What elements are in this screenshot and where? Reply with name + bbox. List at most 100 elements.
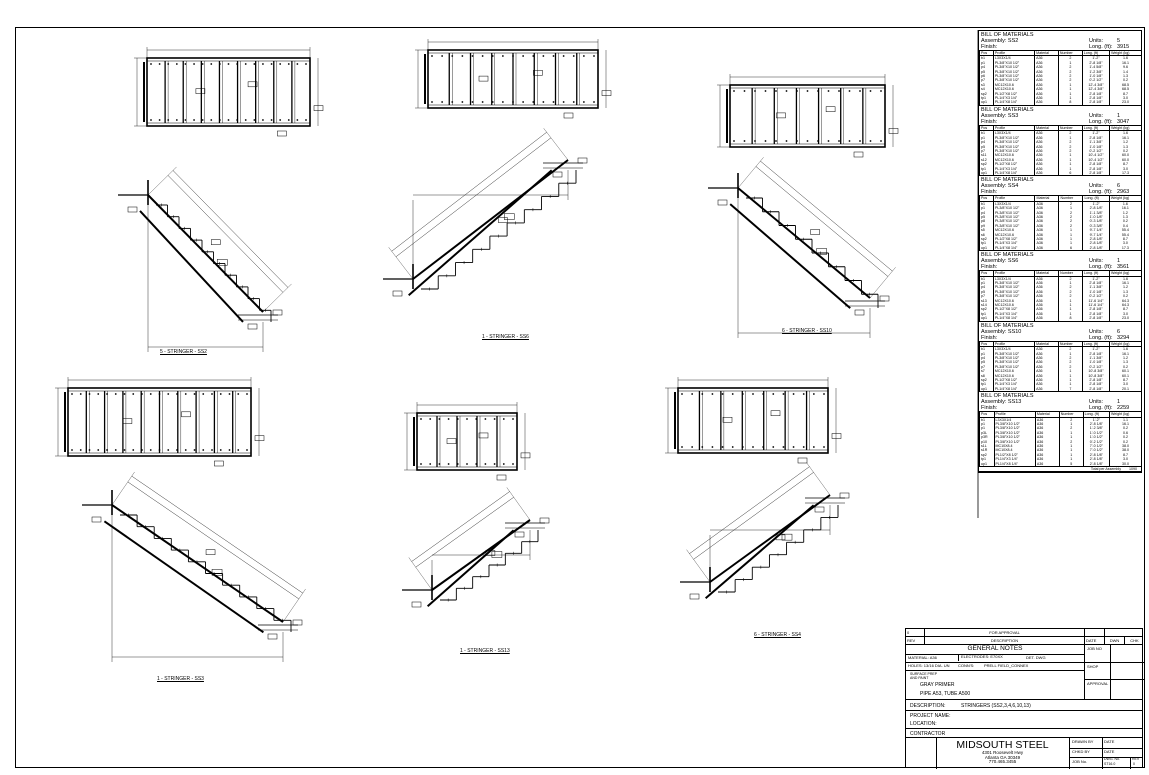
bolt-hole <box>827 90 830 92</box>
assembly-name: SS10 <box>1007 328 1022 335</box>
assembly-name: SS4 <box>1007 183 1019 190</box>
bolt-hole <box>721 393 724 395</box>
plan-outline-ss10 <box>729 84 886 148</box>
part-mark-tag <box>313 105 324 111</box>
bom-column-header: Material <box>1034 124 1059 132</box>
bom-column-header: Long. (ft) <box>1081 124 1110 132</box>
bom-block-ss13: BILL OF MATERIALS Assembly: SS13 Units:1… <box>979 392 1141 473</box>
bill-of-materials-panel: BILL OF MATERIALS Assembly: SS2 Units:5 … <box>978 30 1142 474</box>
bom-heading: BILL OF MATERIALS <box>981 106 1034 113</box>
bom-block-ss3: BILL OF MATERIALS Assembly: SS3 Units:1 … <box>979 106 1141 177</box>
bolt-hole <box>123 393 126 395</box>
assembly-units: 1 <box>1117 399 1121 406</box>
bolt-hole <box>175 63 178 65</box>
dimension-line-slope <box>131 475 303 594</box>
part-mark-tag <box>247 81 258 88</box>
part-mark-tag <box>411 601 422 608</box>
bom-column-header: Profile <box>992 195 1035 202</box>
bom-column-header: Number <box>1057 124 1083 132</box>
bolt-hole <box>711 393 714 395</box>
bolt-hole <box>532 55 535 57</box>
bom-block-ss4: BILL OF MATERIALS Assembly: SS4 Units:6 … <box>979 176 1141 252</box>
bolt-hole <box>193 63 195 65</box>
part-mark-tag <box>539 517 550 524</box>
stringer-bottom-ss10 <box>729 203 851 309</box>
bolt-hole <box>88 393 91 395</box>
bolt-hole <box>493 463 496 465</box>
assembly-length: 2259 <box>1117 405 1130 412</box>
bolt-hole <box>237 393 240 395</box>
part-mark-tag <box>478 432 489 439</box>
extension-line <box>147 166 177 196</box>
extension-line <box>686 549 711 583</box>
extension-line <box>262 283 292 313</box>
bolt-hole <box>461 55 464 57</box>
bolt-hole <box>175 119 178 121</box>
bolt-hole <box>491 55 494 57</box>
bom-column-header: Pos <box>979 195 994 202</box>
bolt-hole <box>456 418 459 420</box>
bolt-hole <box>106 393 108 395</box>
bolt-hole <box>762 393 765 395</box>
bolt-hole <box>296 63 299 65</box>
bolt-hole <box>219 449 222 451</box>
assembly-length: 2963 <box>1117 189 1130 196</box>
extension-line <box>111 471 135 506</box>
contractor-row: CONTRACTOR <box>906 729 1142 738</box>
bolt-hole <box>806 90 809 92</box>
bolt-hole <box>562 101 565 103</box>
bolt-hole <box>176 449 178 451</box>
bolt-hole <box>582 55 585 57</box>
stringer-top-ss10 <box>737 187 871 299</box>
bolt-hole <box>733 140 735 142</box>
bom-column-header: Profile <box>992 124 1035 132</box>
bom-column-header: Material <box>1034 49 1059 57</box>
part-mark-tag <box>717 199 728 206</box>
extension-line <box>869 267 896 299</box>
bom-column-header: Material <box>1034 411 1060 418</box>
bolt-hole <box>149 393 152 395</box>
view-label-ss10: 6 - STRINGER - SS10 <box>782 328 832 334</box>
stringer-top-ss3 <box>111 504 284 623</box>
part-mark-tag <box>496 474 507 481</box>
bolt-hole <box>262 119 264 121</box>
typ-callout <box>211 569 223 576</box>
bolt-hole <box>167 393 170 395</box>
bolt-hole <box>812 446 815 448</box>
bolt-hole <box>532 101 535 103</box>
bolt-hole <box>193 449 196 451</box>
part-mark-tag <box>854 309 865 316</box>
general-notes-section: GENERAL NOTES MATERIAL: A36 ELECTRODES: … <box>906 645 1145 700</box>
dimension-line-slope <box>391 132 547 252</box>
bolt-hole <box>451 55 454 57</box>
dimension-line-slope <box>693 472 814 560</box>
bolt-hole <box>227 63 230 65</box>
plan-outline-ss3 <box>67 387 252 457</box>
bolt-hole <box>593 101 595 103</box>
title-block: 0 FOR APPROVAL REV DESCRIPTION DATE DWN … <box>905 628 1145 769</box>
stringer-bottom-ss6 <box>408 169 553 296</box>
bolt-hole <box>838 90 840 92</box>
bolt-hole <box>827 140 830 142</box>
dimension-line-slope <box>415 497 514 568</box>
typ-callout <box>816 248 827 255</box>
bolt-hole <box>141 393 143 395</box>
bolt-hole <box>88 449 91 451</box>
assembly-units: 1 <box>1117 112 1121 119</box>
bolt-hole <box>572 101 575 103</box>
